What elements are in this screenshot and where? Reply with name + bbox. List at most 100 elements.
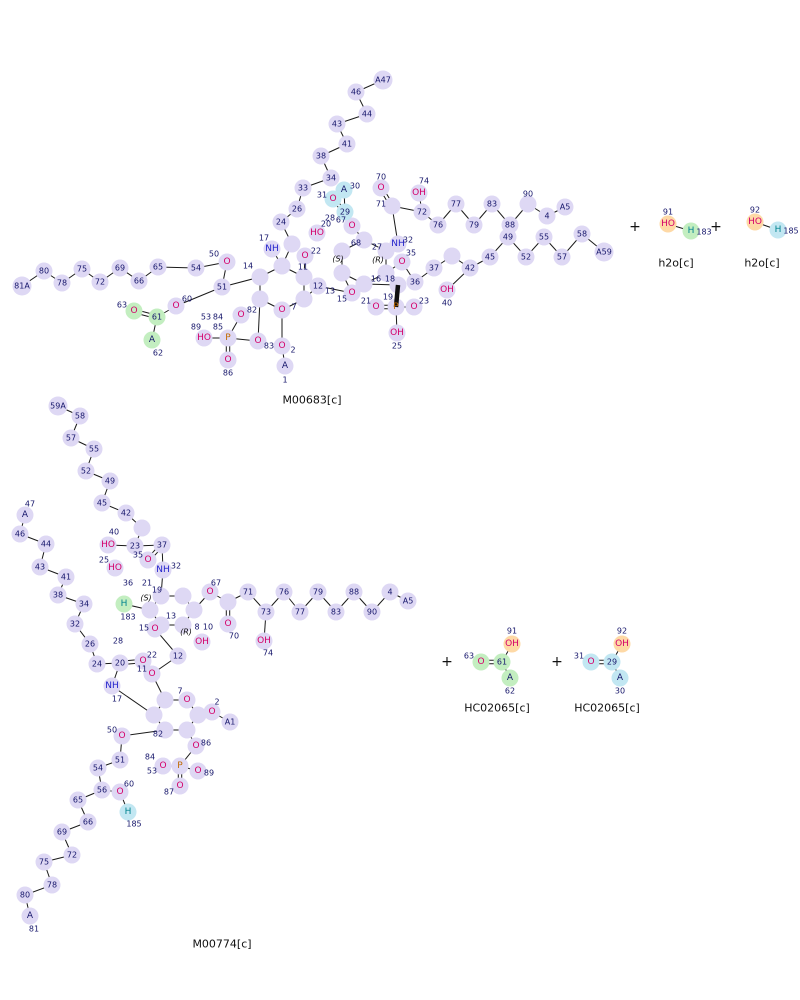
atom-highlight <box>145 706 163 724</box>
atom-highlight <box>171 777 189 795</box>
atom-number: 80 <box>39 267 49 276</box>
atom-number: 43 <box>35 563 45 572</box>
plus-sign: + <box>710 219 722 235</box>
atom-number: 70 <box>229 632 239 641</box>
atom-number: 76 <box>279 588 289 597</box>
atom-highlight <box>57 568 75 586</box>
atom-highlight <box>322 169 340 187</box>
atom-label: O <box>587 657 594 667</box>
atom-number: 183 <box>696 228 711 237</box>
atom-label: HO <box>197 333 211 343</box>
atom-number: 29 <box>340 208 350 217</box>
atom-label: (R) <box>372 256 384 265</box>
atom-label: O <box>194 766 201 776</box>
atom-number: 76 <box>433 221 443 230</box>
atom-number: 86 <box>223 369 233 378</box>
atom-label: H <box>121 599 128 609</box>
atom-highlight <box>333 264 351 282</box>
atom-number: 11 <box>137 665 147 674</box>
atom-number: 83 <box>487 200 497 209</box>
atom-number: 87 <box>164 788 174 797</box>
atom-number: 63 <box>117 301 127 310</box>
atom-number: 38 <box>316 152 326 161</box>
atom-number: 14 <box>243 262 253 271</box>
atom-highlight <box>372 179 390 197</box>
atom-number: 83 <box>264 342 274 351</box>
atom-highlight <box>288 200 306 218</box>
atom-highlight <box>48 396 68 416</box>
atom-label: O <box>148 669 155 679</box>
atom-number: A47 <box>375 76 391 85</box>
atom-highlight <box>519 195 537 213</box>
atom-label: OH <box>390 328 404 338</box>
atom-number: 61 <box>152 313 162 322</box>
atom-highlight <box>573 225 591 243</box>
molecule-label: h2o[c] <box>658 257 693 270</box>
atom-highlight <box>174 616 192 634</box>
atom-highlight <box>251 290 269 308</box>
atom-highlight <box>255 632 273 650</box>
atom-highlight <box>294 179 312 197</box>
atom-number: 13 <box>166 612 176 621</box>
atom-label: O <box>144 555 151 565</box>
atom-label: OH <box>412 188 426 198</box>
atom-number: 82 <box>153 730 163 739</box>
atom-number: 90 <box>367 608 377 617</box>
atom-highlight <box>35 853 53 871</box>
atom-highlight <box>659 215 677 233</box>
atom-highlight <box>130 272 148 290</box>
atom-highlight <box>167 297 185 315</box>
atom-highlight <box>85 440 103 458</box>
atom-number: 49 <box>105 477 115 486</box>
atom-number: 42 <box>121 509 131 518</box>
atom-highlight <box>273 257 291 275</box>
atom-highlight <box>178 721 196 739</box>
atom-number: 65 <box>73 796 83 805</box>
atom-highlight <box>465 216 483 234</box>
atom-label: O <box>139 656 146 666</box>
atom-highlight <box>187 259 205 277</box>
atom-highlight <box>377 264 395 282</box>
atom-highlight <box>219 593 237 611</box>
atom-number: 25 <box>99 556 109 565</box>
atom-number: 53 <box>147 767 157 776</box>
atom-number: 7 <box>291 303 296 312</box>
atom-number: 91 <box>507 627 517 636</box>
atom-number: 55 <box>89 445 99 454</box>
atom-highlight <box>295 268 313 286</box>
atom-highlight <box>603 653 621 671</box>
atom-highlight <box>133 519 151 537</box>
atom-number: 26 <box>292 205 302 214</box>
atom-number: 45 <box>485 253 495 262</box>
atom-number: 52 <box>81 467 91 476</box>
atom-highlight <box>499 228 517 246</box>
atom-number: 72 <box>95 278 105 287</box>
atom-number: 41 <box>61 573 71 582</box>
atom-number: 27 <box>372 243 382 252</box>
atom-number: 60 <box>182 295 192 304</box>
atom-label: O <box>410 302 417 312</box>
atom-highlight <box>43 876 61 894</box>
atom-highlight <box>345 583 363 601</box>
plus-sign: + <box>629 219 641 235</box>
atom-highlight <box>582 653 600 671</box>
atom-highlight <box>203 703 221 721</box>
atom-label: O <box>237 310 244 320</box>
atom-highlight <box>49 586 67 604</box>
atom-number: 81A <box>14 282 30 291</box>
atom-number: 52 <box>521 253 531 262</box>
atom-highlight <box>143 665 161 683</box>
atom-highlight <box>141 601 159 619</box>
atom-label: P <box>225 333 231 343</box>
atom-number: 81 <box>29 925 39 934</box>
atom-highlight <box>413 203 431 221</box>
atom-highlight <box>399 592 417 610</box>
atom-number: 89 <box>204 769 214 778</box>
atom-highlight <box>367 298 385 316</box>
molecule-label: M00683[c] <box>282 394 341 407</box>
atom-number: 78 <box>57 279 67 288</box>
atom-label: OH <box>257 636 271 646</box>
atom-highlight <box>99 536 117 554</box>
atom-label: A <box>617 673 624 683</box>
